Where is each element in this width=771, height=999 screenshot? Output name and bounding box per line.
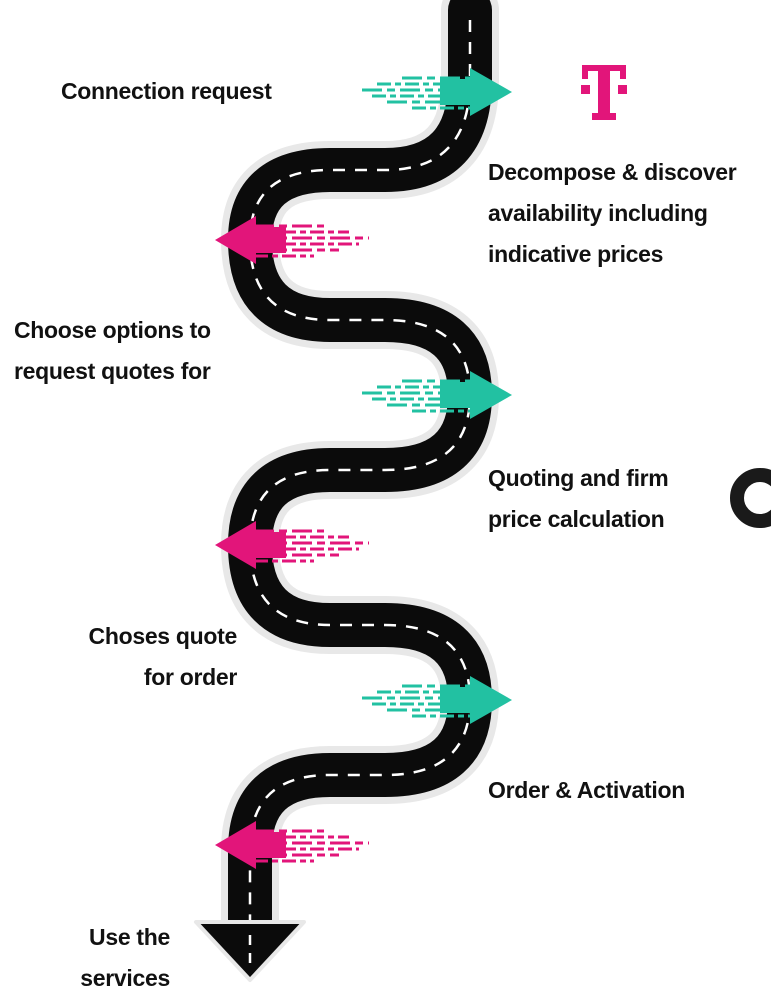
label-line: price calculation — [488, 506, 665, 532]
step-label-connection-request: Connection request — [61, 71, 272, 112]
label-line: Order & Activation — [488, 777, 685, 803]
label-line: Quoting and firm — [488, 465, 669, 491]
magenta-arrow — [215, 216, 369, 264]
label-line: services — [80, 965, 170, 991]
teal-arrow — [362, 371, 512, 419]
magenta-arrow — [215, 821, 369, 869]
label-line: availability including — [488, 200, 708, 226]
label-line: Choose options to — [14, 317, 211, 343]
step-label-quoting: Quoting and firm price calculation — [488, 458, 669, 540]
road-end-arrow — [194, 920, 306, 982]
teal-arrows — [362, 68, 512, 724]
step-label-choose-options: Choose options to request quotes for — [14, 310, 211, 392]
label-line: for order — [143, 664, 237, 690]
lane-marking — [248, 20, 472, 935]
step-label-decompose: Decompose & discover availability includ… — [488, 152, 737, 275]
label-line: Choses quote — [88, 623, 238, 649]
label-line: Connection request — [61, 78, 272, 104]
label-line: request quotes for — [14, 358, 211, 384]
teal-arrow — [362, 676, 512, 724]
teal-arrow — [362, 68, 512, 116]
magenta-arrows — [215, 216, 369, 869]
label-line: Decompose & discover — [488, 159, 737, 185]
telekom-logo — [581, 65, 627, 120]
magenta-arrow — [215, 521, 369, 569]
step-label-use-services: Use the services — [60, 917, 170, 999]
label-line: indicative prices — [488, 241, 664, 267]
label-line: Use the — [89, 924, 170, 950]
step-label-order-activation: Order & Activation — [488, 770, 685, 811]
step-label-choses-quote: Choses quote for order — [40, 616, 238, 698]
